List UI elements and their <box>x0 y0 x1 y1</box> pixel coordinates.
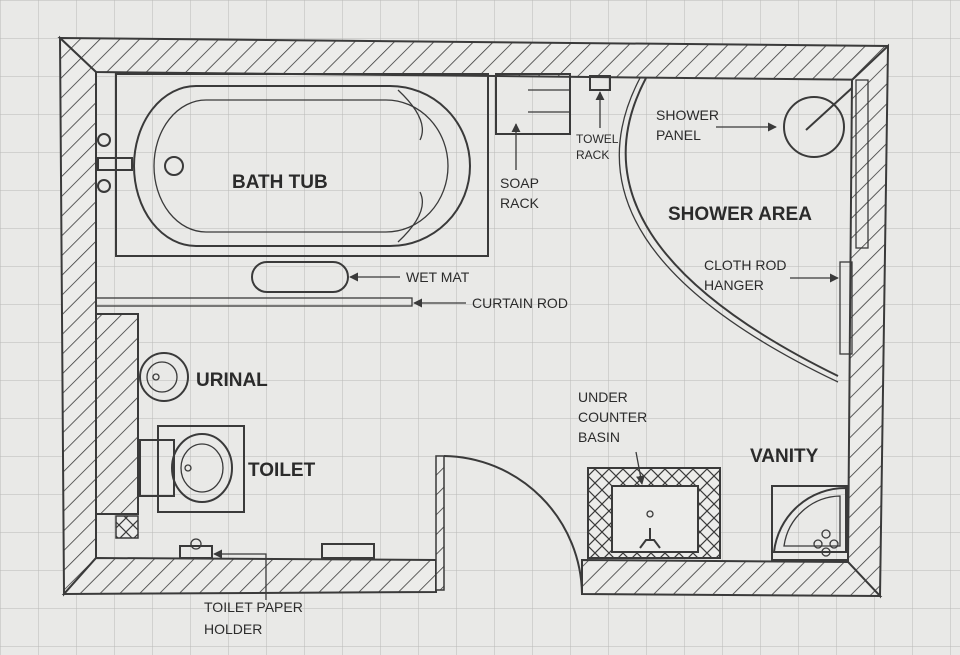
towel-rack-shape <box>589 75 611 91</box>
towel-rack-label-line1: TOWEL <box>576 132 619 146</box>
shower-panel-arm <box>805 87 853 131</box>
tub-faucet <box>97 133 133 193</box>
vanity-basin <box>772 486 847 553</box>
wet-mat: WET MAT <box>251 261 470 293</box>
urinal: URINAL <box>139 352 268 402</box>
floor-drain <box>115 515 139 539</box>
tub-inner <box>153 99 449 233</box>
cloth-rod-label-line1: CLOTH ROD <box>704 257 786 273</box>
toilet-paper-roll <box>190 538 202 550</box>
shower-curve <box>624 77 839 377</box>
faucet-spout <box>97 157 133 171</box>
basin-leader <box>635 451 645 485</box>
wet-mat-shape <box>251 261 349 293</box>
bottom-shelf <box>321 543 375 559</box>
curtain-rod: CURTAIN ROD <box>95 295 568 311</box>
urinal-inner <box>146 361 178 393</box>
toilet-outline <box>157 425 245 513</box>
toilet-tank <box>139 439 175 497</box>
urinal-partition <box>95 313 139 515</box>
left-wall <box>58 35 97 597</box>
tub-rim <box>132 85 472 247</box>
towel-rack: TOWEL RACK <box>576 75 619 162</box>
shower-area-label: SHOWER AREA <box>668 204 812 225</box>
toilet-bowl <box>171 433 233 503</box>
shower-side-panel <box>855 79 869 249</box>
vanity: VANITY <box>750 446 849 561</box>
basin-label-line3: BASIN <box>578 429 620 445</box>
vanity-tap-icon <box>813 529 839 557</box>
toilet-drain <box>184 464 192 472</box>
bottom-wall-left <box>61 556 437 596</box>
toilet-paper-label-line1: TOILET PAPER <box>204 599 303 615</box>
shower-curve-inner <box>618 77 839 383</box>
toilet-paper-holder-shape <box>179 545 213 559</box>
soap-rack-shape <box>495 73 571 135</box>
walls <box>57 35 890 599</box>
urinal-drain <box>152 373 160 381</box>
tub-headrest <box>397 89 424 243</box>
toilet-paper-leader <box>213 549 267 600</box>
toilet-paper-holder: TOILET PAPER HOLDER <box>179 538 375 637</box>
toilet-label: TOILET <box>248 460 316 481</box>
cloth-rod-label-line2: HANGER <box>704 277 764 293</box>
soap-rack-label-line1: SOAP <box>500 175 539 191</box>
basin-tap <box>639 528 661 549</box>
floor-drain-shape <box>115 515 139 539</box>
curtain-rod-shape <box>95 297 413 307</box>
under-counter-basin: UNDER COUNTER BASIN <box>578 389 721 559</box>
towel-rack-label-line2: RACK <box>576 148 609 162</box>
door-leaf <box>435 455 445 591</box>
faucet-knob-bottom <box>97 179 111 193</box>
soap-rack-label-line2: RACK <box>500 195 540 211</box>
urinal-bowl <box>139 352 189 402</box>
bath-tub-label: BATH TUB <box>232 172 328 193</box>
cloth-rod-shape <box>839 261 853 355</box>
vanity-label: VANITY <box>750 446 819 467</box>
tub-drain <box>164 156 184 176</box>
faucet-knob-top <box>97 133 111 147</box>
bath-tub: BATH TUB <box>115 73 489 257</box>
shower-panel-head <box>783 96 845 158</box>
shower-panel-label-line2: PANEL <box>656 127 701 143</box>
curtain-rod-label: CURTAIN ROD <box>472 295 568 311</box>
basin-drain <box>646 510 654 518</box>
urinal-label: URINAL <box>196 370 268 391</box>
door <box>435 455 583 595</box>
cloth-rod-hanger: CLOTH ROD HANGER <box>704 257 853 355</box>
soap-rack: SOAP RACK <box>495 73 571 211</box>
vanity-inner <box>783 495 841 547</box>
basin-label-line1: UNDER <box>578 389 628 405</box>
vanity-cabinet <box>771 485 849 561</box>
toilet-seat <box>180 443 224 493</box>
basin-label-line2: COUNTER <box>578 409 647 425</box>
tub-outer <box>115 73 489 257</box>
shower-area: SHOWER PANEL SHOWER AREA <box>618 77 869 383</box>
toilet-paper-label-line2: HOLDER <box>204 621 262 637</box>
toilet: TOILET <box>139 425 316 513</box>
wet-mat-label: WET MAT <box>406 269 470 285</box>
bottom-wall-right <box>581 558 883 598</box>
shower-panel-label-line1: SHOWER <box>656 107 719 123</box>
door-swing-arc <box>443 455 583 595</box>
